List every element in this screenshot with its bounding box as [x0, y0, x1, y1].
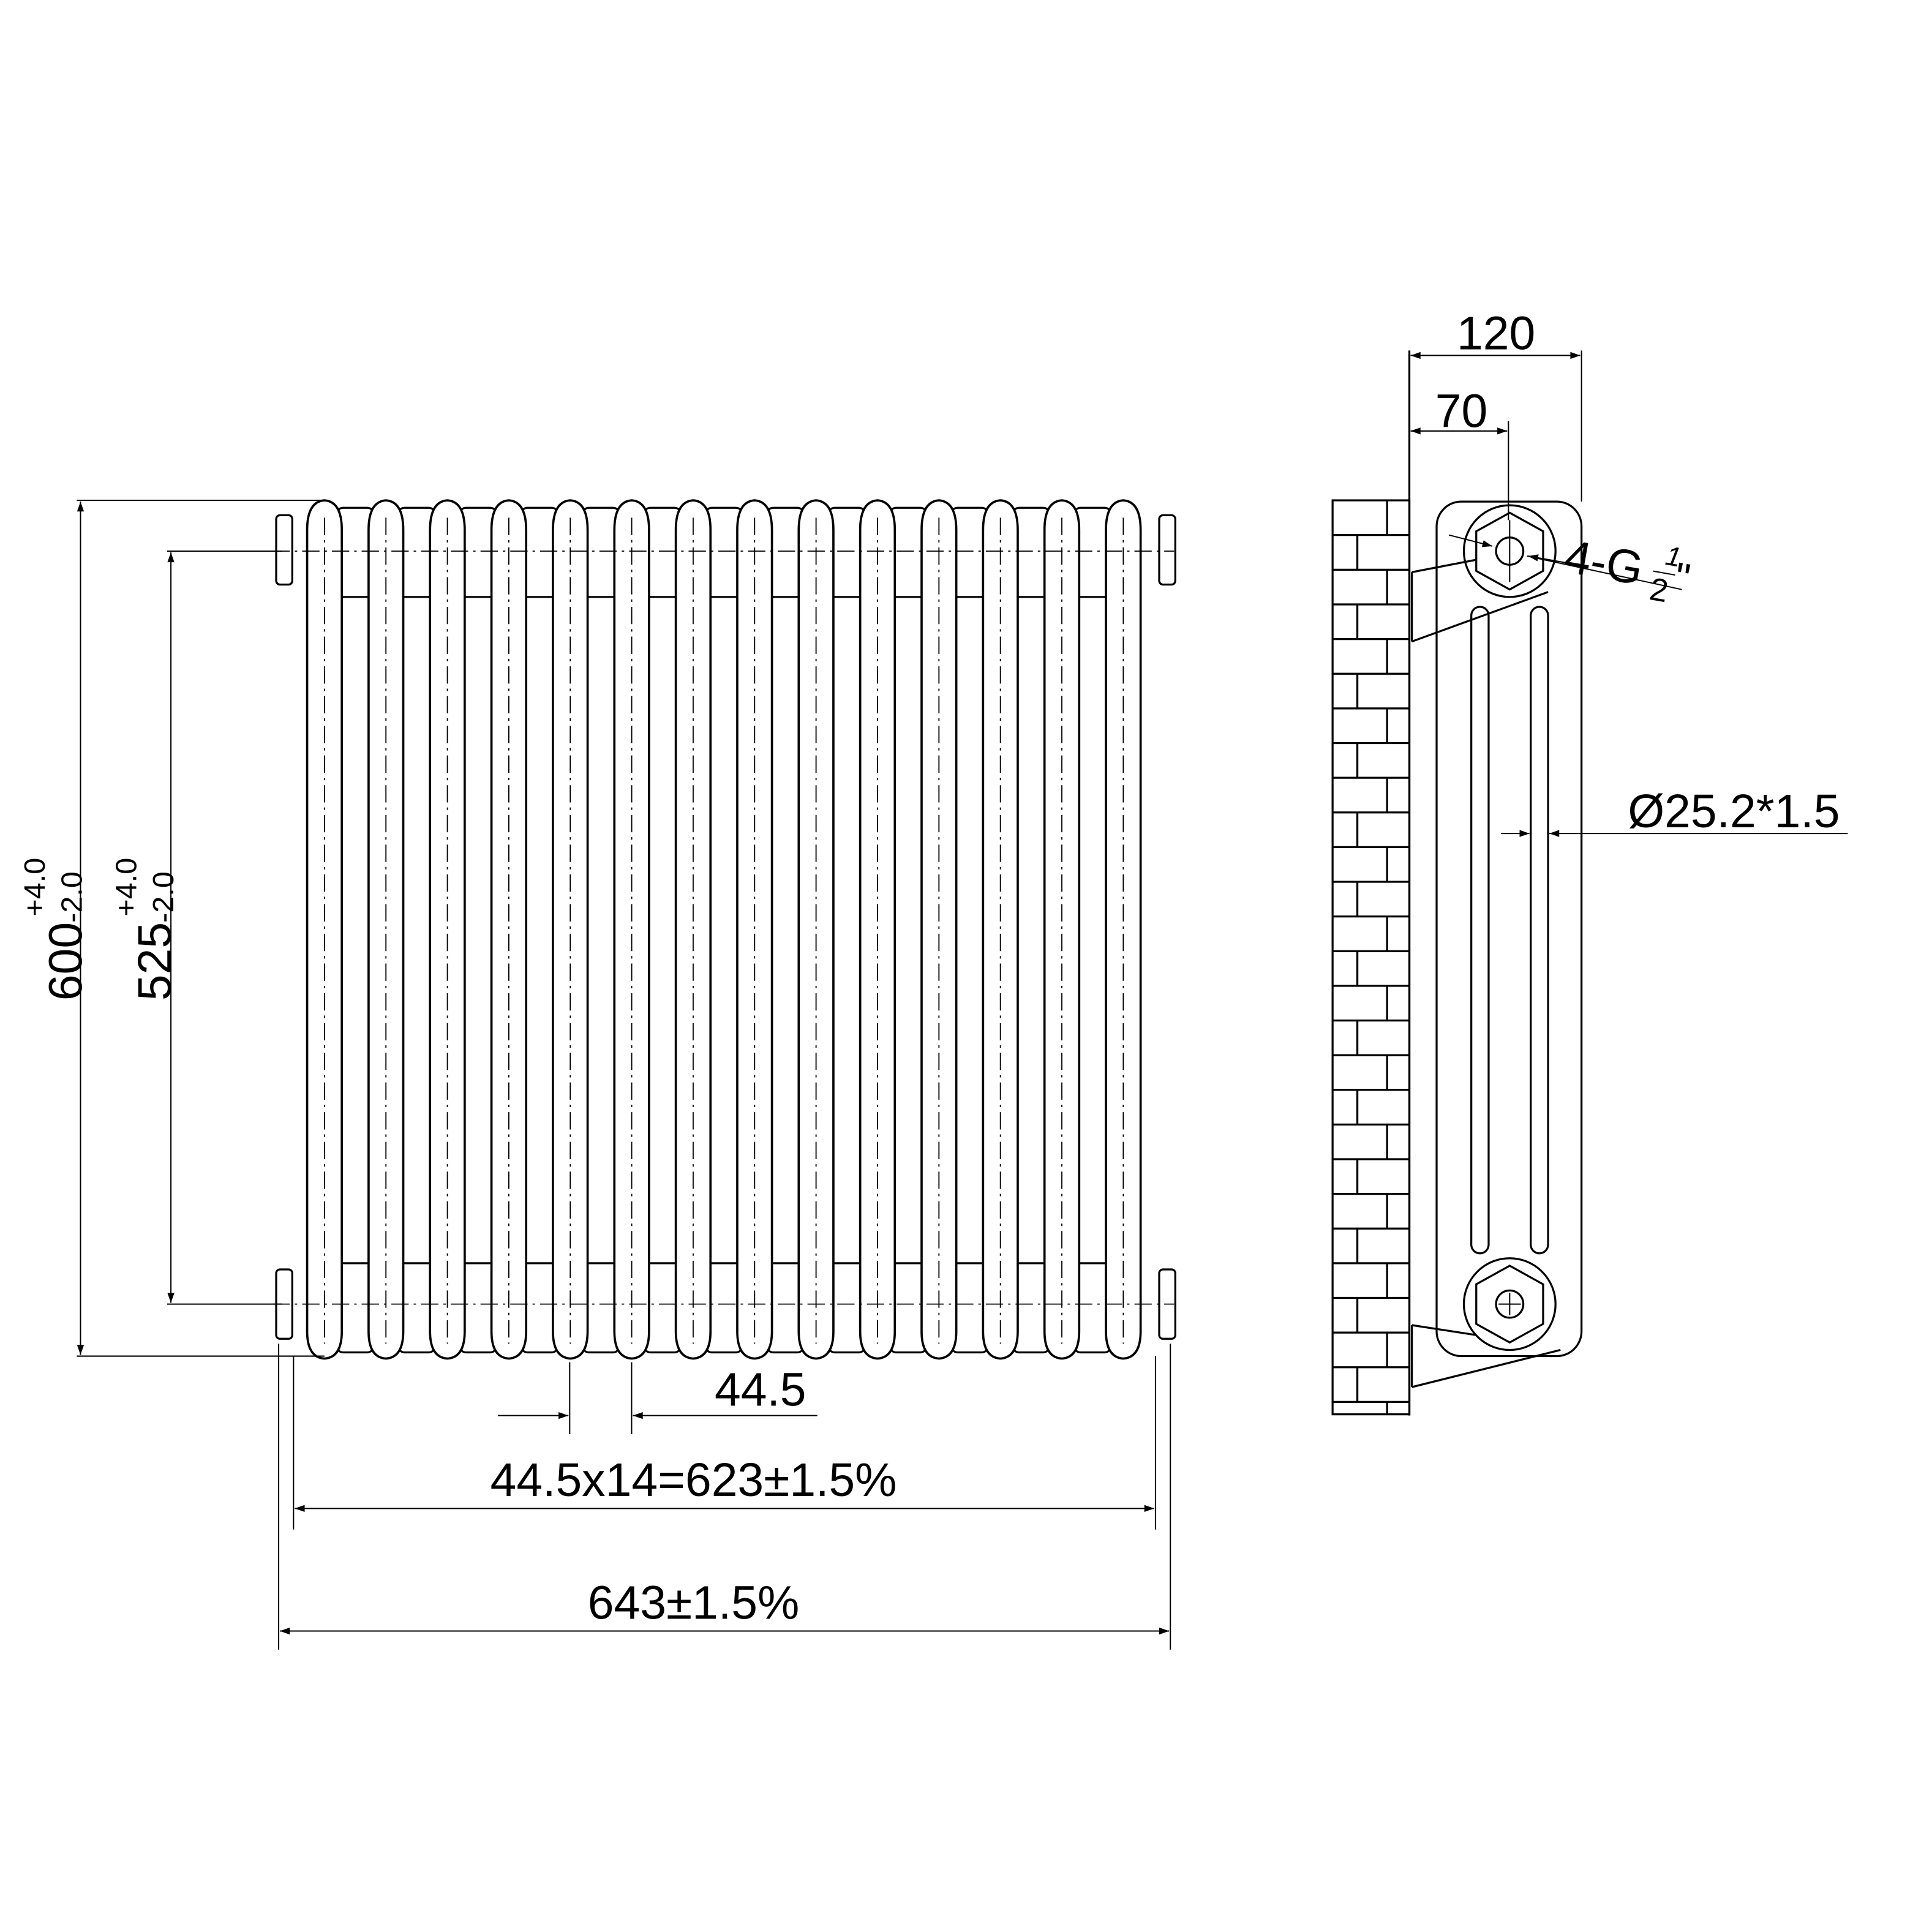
wall-outline [1331, 499, 1411, 1416]
front-view: 600 +4.0 -2.0 525 +4.0 -2.0 44.5 [18, 499, 1176, 1650]
offset-value: 70 [1435, 385, 1487, 438]
radiator-column [306, 499, 344, 1360]
right-end-plug [1158, 514, 1176, 586]
centers-upper-tol: +4.0 [110, 858, 143, 917]
overall-width-dimension: 643±1.5% [278, 1344, 1171, 1650]
pitch-dimension: 44.5 [498, 1362, 818, 1434]
radiator-column [1043, 499, 1081, 1360]
thread-main: 4-G [1561, 530, 1647, 595]
radiator-column [429, 499, 466, 1360]
tube-diameter-dimension: Ø25.2*1.5 [1501, 785, 1848, 838]
wall-bracket-bottom [1410, 1324, 1561, 1388]
radiator-column [859, 499, 896, 1360]
centers-lower-tol: -2.0 [147, 871, 180, 923]
radiator-column [552, 499, 589, 1360]
radiator-side-profile [1435, 500, 1583, 1358]
connection-thread-label: 4-G 1 2 " [1448, 530, 1694, 609]
svg-text:600: 600 [39, 922, 92, 1001]
connection-fitting-bottom [1462, 1257, 1557, 1351]
centers-width-dimension: 44.5x14=623±1.5% [293, 1356, 1156, 1530]
radiator-column [982, 499, 1019, 1360]
thread-denominator: 2 [1647, 571, 1671, 609]
radiator-column [490, 499, 528, 1360]
radiator-column [920, 499, 958, 1360]
tube-slot-rear [1530, 606, 1549, 1255]
radiator-column [613, 499, 650, 1360]
radiator-column [736, 499, 773, 1360]
brick-wall [1331, 499, 1411, 1416]
side-view: 120 70 4-G 1 2 " Ø25.2*1.5 [1331, 307, 1848, 1416]
radiator-column [367, 499, 405, 1360]
centers-width-value: 44.5x14=623±1.5% [491, 1454, 897, 1506]
depth-value: 120 [1457, 307, 1535, 359]
height-upper-tol: +4.0 [18, 858, 51, 917]
height-value: 600 [39, 922, 92, 1001]
centers-dimension: 525 +4.0 -2.0 [110, 550, 283, 1305]
centers-value: 525 [129, 922, 181, 1001]
connection-fitting-top [1462, 504, 1557, 598]
tube-diameter-value: Ø25.2*1.5 [1628, 785, 1840, 838]
radiator-column [1105, 499, 1142, 1360]
tube-slot-front [1470, 606, 1490, 1255]
radiator-column [797, 499, 835, 1360]
height-lower-tol: -2.0 [55, 871, 88, 923]
pitch-value: 44.5 [715, 1363, 806, 1416]
height-dimension: 600 +4.0 -2.0 [18, 500, 325, 1357]
overall-width-value: 643±1.5% [588, 1576, 800, 1629]
radiator-column [674, 499, 712, 1360]
radiator-columns [306, 499, 1142, 1360]
left-end-plug [275, 514, 293, 586]
